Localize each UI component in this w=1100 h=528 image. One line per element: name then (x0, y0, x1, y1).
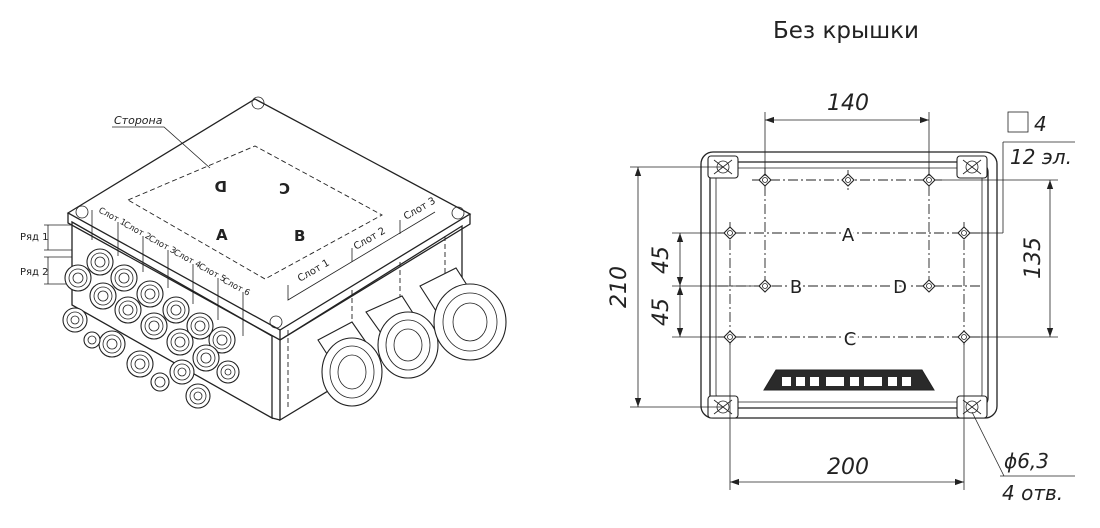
corner-mounting-hole (956, 395, 988, 419)
cable-gland (140, 312, 168, 340)
point-label-a: A (842, 225, 855, 246)
mount-point (723, 226, 737, 240)
mounting-points (723, 173, 971, 344)
cable-gland (86, 248, 114, 276)
lid-letter-b: B (294, 227, 305, 245)
left-slot-divisions (91, 210, 244, 336)
dim-135: 135 (1021, 237, 1046, 279)
enclosure-outline (700, 151, 998, 419)
side-label: Сторона (114, 114, 163, 127)
dim-45-upper: 45 (649, 246, 674, 274)
cable-gland (162, 296, 190, 324)
hole-diameter: ϕ6,3 (1004, 449, 1049, 473)
cable-gland (114, 296, 142, 324)
mount-point (922, 173, 936, 187)
cable-gland-large (419, 267, 507, 361)
mount-point (957, 226, 971, 240)
cable-gland (64, 264, 92, 292)
corner-mounting-hole (956, 155, 988, 179)
lid-screw-hole (251, 96, 265, 110)
cable-gland (169, 359, 195, 385)
cable-gland (186, 312, 214, 340)
cable-gland (62, 307, 88, 333)
point-label-d: D (893, 277, 907, 298)
lid-screw-hole (269, 315, 283, 329)
cable-gland (166, 328, 194, 356)
square-note: 4 (1034, 112, 1047, 136)
isometric-enclosure-view: Сторона D C A B Слот 1 Слот 2 Слот 3 Сло… (20, 96, 507, 422)
mount-point (758, 279, 772, 293)
cable-gland (208, 326, 236, 354)
large-cable-glands (317, 267, 507, 407)
mount-point (841, 173, 855, 187)
cable-gland (136, 280, 164, 308)
cable-gland (110, 264, 138, 292)
cable-gland (126, 350, 154, 378)
front-slot-2-label: Слот 2 (352, 226, 388, 253)
terminal-strip (763, 369, 935, 391)
cable-gland (83, 331, 101, 349)
square-symbol (1007, 111, 1029, 133)
row-2-label: Ряд 2 (20, 267, 49, 278)
left-slot-6-label: Слот 6 (221, 276, 252, 299)
hole-count: 4 отв. (1002, 481, 1063, 505)
point-label-b: B (790, 277, 802, 298)
front-slot-1-label: Слот 1 (296, 258, 332, 285)
lid-screw-hole (451, 206, 465, 220)
elements-note: 12 эл. (1010, 145, 1072, 169)
dim-210: 210 (607, 266, 632, 308)
cable-gland (98, 330, 126, 358)
point-label-c: C (844, 329, 857, 350)
lid-letter-d: D (215, 177, 227, 195)
cable-gland-large (365, 295, 439, 379)
lid-screw-hole (75, 205, 89, 219)
dim-200: 200 (827, 455, 869, 480)
mount-point (758, 173, 772, 187)
cable-gland (185, 383, 211, 409)
mount-point (723, 330, 737, 344)
plan-view: A B D C 140 200 210 (607, 91, 1075, 505)
dim-140: 140 (827, 91, 869, 116)
cable-gland (89, 282, 117, 310)
cable-gland (192, 344, 220, 372)
cable-gland-large (317, 321, 383, 407)
mount-point (922, 279, 936, 293)
lid-side-rectangle (126, 145, 383, 280)
mount-point (957, 330, 971, 344)
row-1-label: Ряд 1 (20, 232, 49, 243)
enclosure-inner-wall (709, 161, 989, 409)
cable-gland (150, 372, 170, 392)
small-cable-glands (62, 248, 240, 409)
dim-45-lower: 45 (649, 298, 674, 326)
front-slot-3-label: Слот 3 (402, 196, 438, 223)
cable-gland (216, 360, 240, 384)
view-title: Без крышки (773, 18, 919, 44)
lid-letter-c: C (279, 179, 290, 197)
lid-letter-a: A (216, 226, 228, 244)
